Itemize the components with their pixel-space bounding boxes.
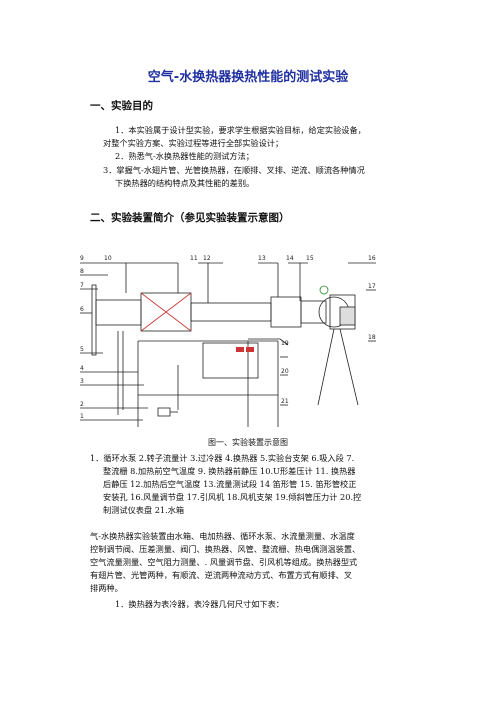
section2-heading: 二、实验装置简介（参见实验装置示意图） [90,212,290,224]
label-20: 20 [281,368,289,375]
legend-line-3: 后静压 12.加热后空气温度 13.流量测试段 14 笛形管 15. 笛形管校正 [103,479,357,489]
figure-caption: 图一、实验装置示意图 [208,438,288,447]
objective-line-5: 下换热器的结构特点及其性能的差别。 [115,178,255,188]
objective-line-1: 1．本实验属于设计型实验，要求学生根据实验目标，给定实验设备， [115,125,366,135]
label-4: 4 [80,365,84,372]
body-line-1: 气-水换热器实验装置由水箱、电加热器、循环水泵、水流量测量、水温度 [90,531,355,541]
label-5: 5 [80,346,84,353]
document-title: 空气-水换热器换热性能的测试实验 [147,70,349,85]
label-21: 21 [281,398,289,405]
body-line-4: 有翅片管、光管两种，有顺流、逆流两种流动方式、布置方式有顺排、叉 [90,570,353,580]
label-11: 11 [190,255,198,262]
legend-line-5: 制测试仪表盘 21.水箱 [103,505,185,515]
label-18: 18 [368,334,376,341]
label-2: 2 [80,401,84,408]
label-19: 19 [281,340,289,347]
label-3: 3 [80,378,84,385]
legend-line-1: 1．循环水泵 2.转子流量计 3.过冷器 4.换热器 5.实验台支架 6.吸入段… [90,453,355,463]
section1-heading: 一、实验目的 [90,100,153,112]
label-14: 14 [286,255,294,262]
body-line-5: 排两种。 [90,583,123,593]
objective-line-2: 对整个实验方案、实验过程等进行全部实验设计； [103,138,284,148]
label-15: 15 [306,255,314,262]
label-7: 7 [80,282,84,289]
label-17: 17 [368,283,376,290]
label-6: 6 [80,306,84,313]
body-line-2: 控制调节阀、压差测量、阀门、换热器、风管、整流栅、热电偶测温装置、 [90,544,361,554]
label-12: 12 [203,255,211,262]
label-10: 10 [104,255,112,262]
legend-line-4: 安装孔 16.风量调节盘 17.引风机 18.风机支架 19.倾斜管压力计 20… [103,492,362,502]
table-intro-line: 1．换热器为表冷器，表冷器几何尺寸如下表： [115,599,284,609]
legend-line-2: 整流栅 8.加热前空气温度 9. 换热器前静压 10.U形差压计 11. 换热器 [103,466,356,476]
label-16: 16 [368,255,376,262]
apparatus-diagram: 9 10 8 7 6 5 4 3 2 1 11 12 13 14 15 16 1… [80,255,376,427]
label-1: 1 [80,413,84,420]
label-13: 13 [258,255,266,262]
label-8: 8 [80,268,84,275]
label-9: 9 [80,255,84,262]
body-line-3: 空气流量测量、空气阻力测量、. 风量调节盘、引风机等组成。换热器型式 [90,557,358,567]
objective-line-3: 2．熟悉气-水换热器性能的测试方法； [115,151,254,161]
objective-line-4: 3．掌握气-水翅片管、光管换热器，在顺排、叉排、逆流、顺流各种情况 [103,165,365,175]
